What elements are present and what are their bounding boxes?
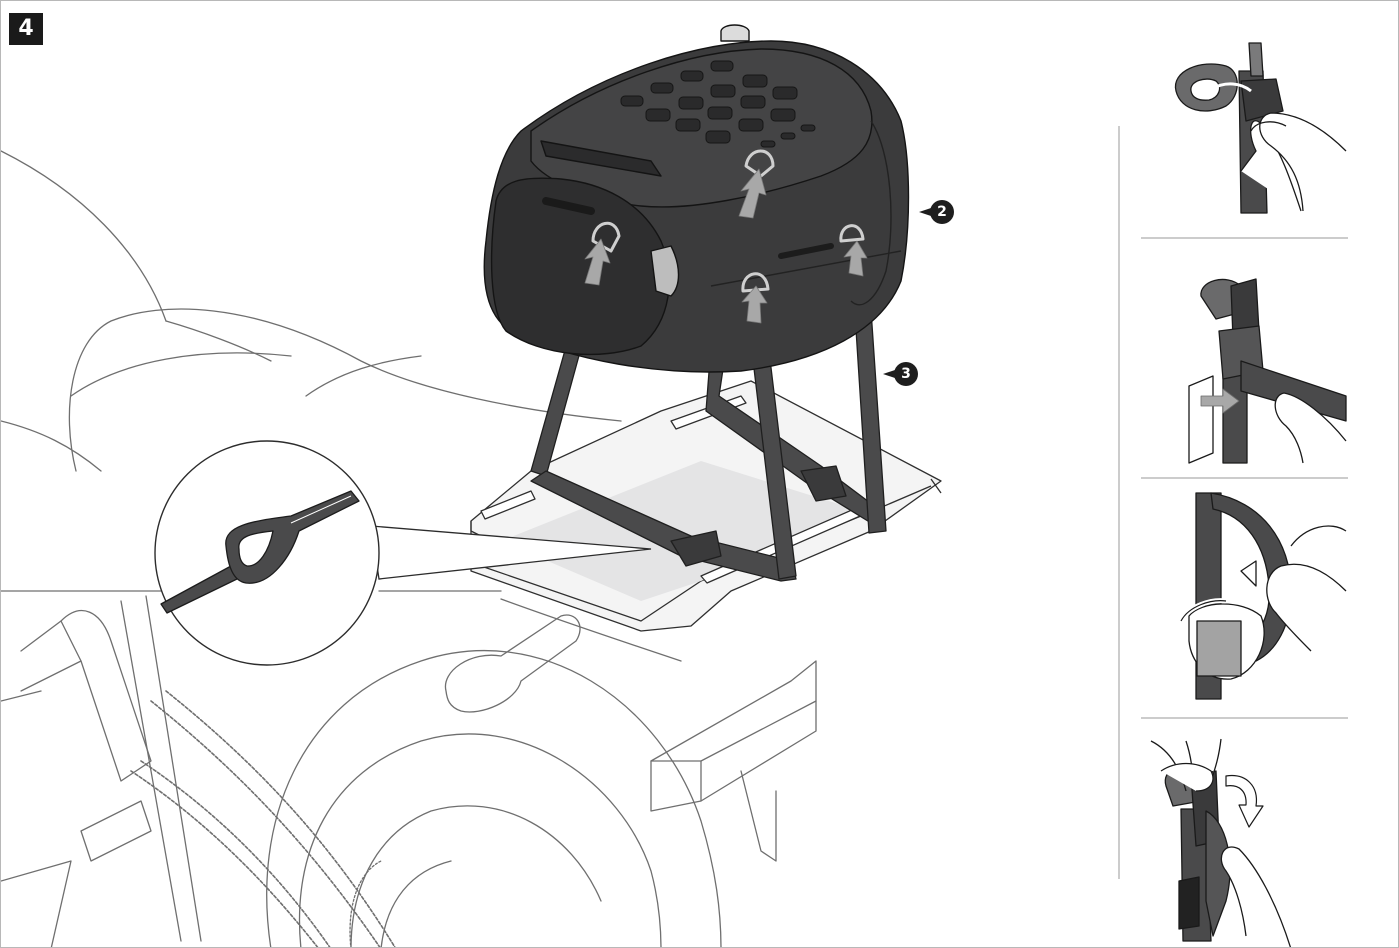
d-ring-front-right: [741, 272, 770, 293]
magnified-strap-loop: [160, 490, 360, 614]
step-number-badge: 4: [9, 13, 43, 45]
tail-bag: [483, 24, 910, 373]
buckle-rear: [800, 465, 847, 502]
chain: [150, 700, 381, 947]
seat-top-arc: [1, 150, 167, 322]
d-ring-top: [744, 149, 775, 178]
detail-panel-buckle-open: [1188, 278, 1347, 464]
sprocket: [349, 860, 382, 947]
callout-marker-bag: 2: [919, 200, 954, 224]
detail-panel-buckle-tighten: [1150, 738, 1292, 947]
bag-carry-handle: [540, 140, 662, 177]
buckle-left: [670, 530, 722, 567]
rear-mount-peg: [444, 614, 581, 713]
arrow-right-icon: [1200, 388, 1240, 414]
d-ring-front-left: [591, 222, 621, 253]
detail-panels: [1118, 42, 1348, 947]
lid-vents: [620, 60, 816, 148]
frame-strut: [60, 610, 152, 782]
lift-arrows: [584, 168, 868, 324]
seat-outline: [68, 308, 622, 472]
rotate-arrow-icon: [1225, 775, 1264, 828]
callout-marker-strap: 3: [883, 362, 918, 386]
rear-wheel: [266, 650, 722, 947]
arrow-up-icon-4: [843, 240, 868, 277]
d-ring-rear-right: [839, 224, 865, 243]
arrow-up-icon-3: [741, 285, 768, 324]
bag-front-face: [490, 177, 670, 356]
tail-bracket: [650, 760, 702, 812]
detail-panel-strap-loop: [1178, 492, 1347, 700]
detail-panel-buckle-hook: [1174, 42, 1347, 214]
d-rings: [591, 149, 865, 293]
motorcycle-outline: [1, 150, 817, 947]
magnifier-callout: [154, 440, 652, 666]
arrow-up-icon-1: [584, 238, 611, 286]
arrow-up-icon-2: [738, 168, 767, 219]
